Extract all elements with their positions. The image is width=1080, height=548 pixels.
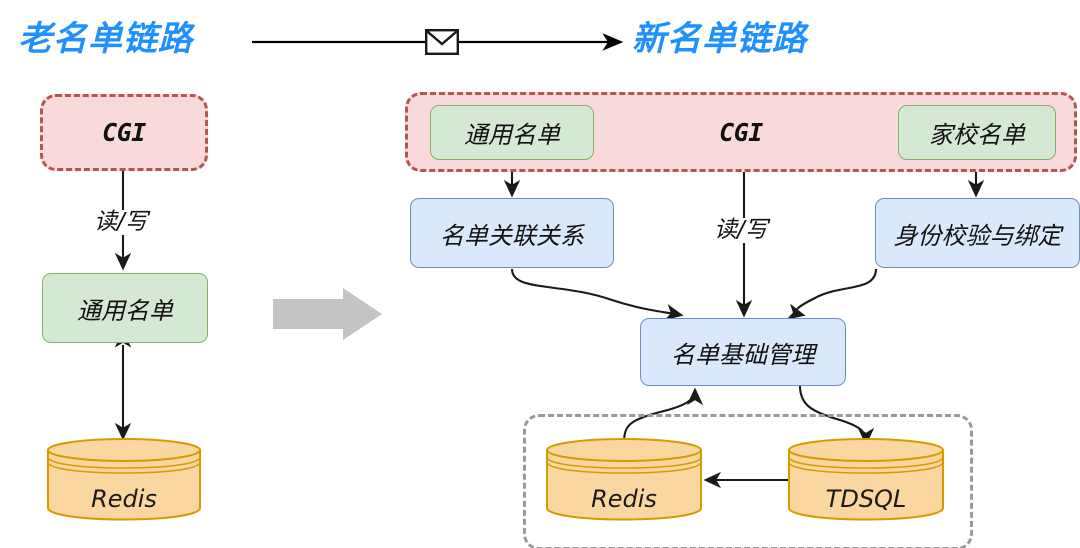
left-cgi-label: CGI bbox=[102, 118, 146, 147]
left-cgi-group: CGI bbox=[40, 94, 208, 171]
right-relation-service-label: 名单关联关系 bbox=[440, 221, 584, 250]
left-general-list-box: 通用名单 bbox=[42, 273, 208, 343]
right-relation-service-box: 名单关联关系 bbox=[410, 198, 614, 268]
migration-arrow-icon bbox=[273, 288, 382, 340]
right-cgi-label: CGI bbox=[719, 117, 763, 147]
envelope-icon bbox=[425, 29, 460, 60]
edge-relation-to-core bbox=[510, 268, 684, 321]
right-general-list-label: 通用名单 bbox=[464, 121, 560, 149]
edge-identity-to-core bbox=[786, 268, 878, 320]
left-general-list-label: 通用名单 bbox=[77, 296, 173, 325]
right-general-list-box: 通用名单 bbox=[430, 105, 594, 160]
tdsql-cylinder: TDSQL bbox=[787, 437, 945, 521]
right-core-label: 名单基础管理 bbox=[671, 340, 815, 369]
page-title-left: 老名单链路 bbox=[18, 20, 193, 58]
right-redis-cylinder: Redis bbox=[545, 437, 703, 521]
right-identity-service-label: 身份校验与绑定 bbox=[893, 221, 1062, 250]
right-school-list-label: 家校名单 bbox=[929, 121, 1025, 149]
left-redis-cylinder: Redis bbox=[46, 437, 202, 521]
left-read-write-label: 读/写 bbox=[92, 209, 150, 236]
page-title-right: 新名单链路 bbox=[632, 20, 807, 58]
right-read-write-label: 读/写 bbox=[712, 217, 770, 244]
right-identity-service-box: 身份校验与绑定 bbox=[875, 198, 1080, 268]
right-school-list-box: 家校名单 bbox=[898, 105, 1056, 160]
right-core-box: 名单基础管理 bbox=[640, 318, 846, 386]
